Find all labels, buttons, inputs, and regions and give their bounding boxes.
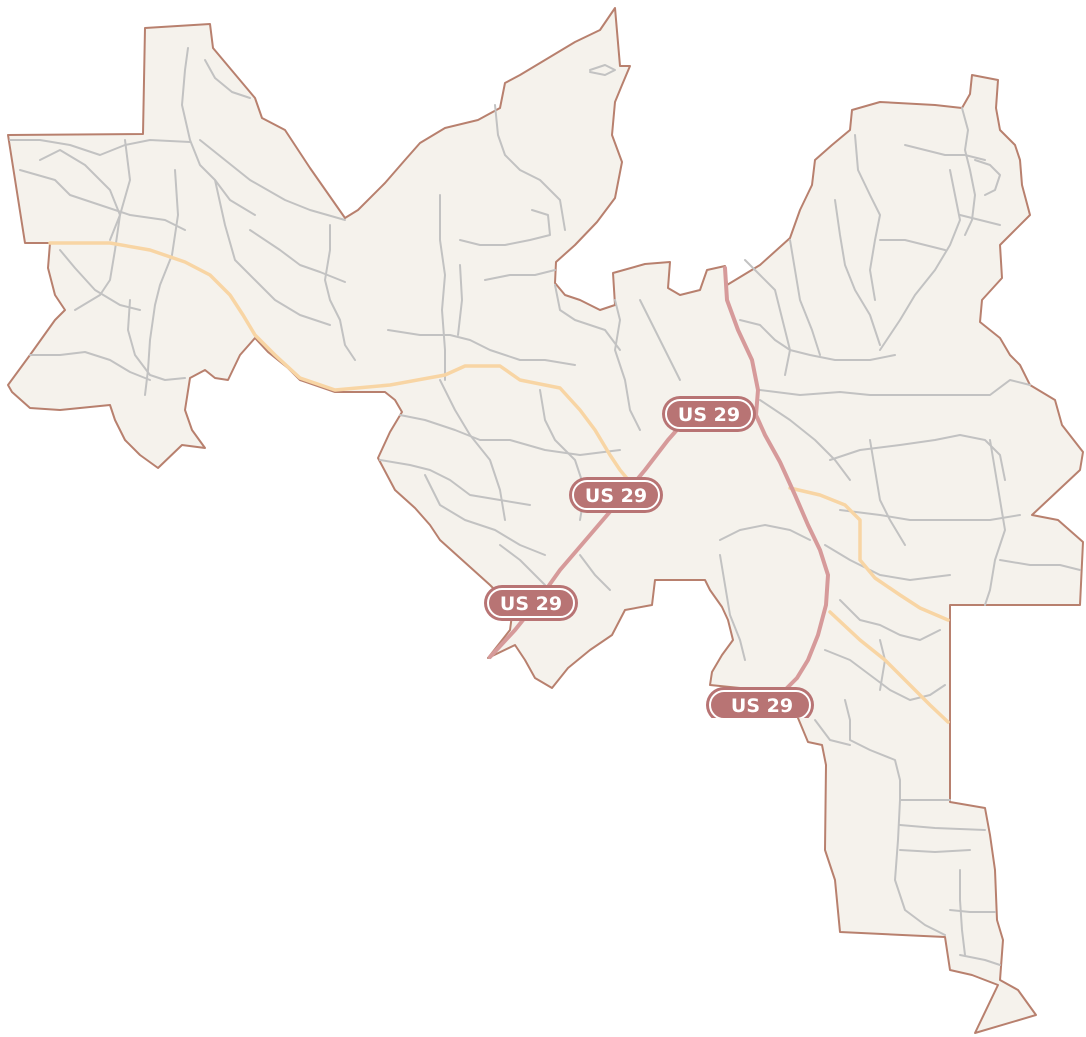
route-shield-4: US 29 [706, 687, 814, 718]
state-route [48, 241, 632, 484]
us-29-north-segment [723, 266, 830, 710]
route-shield-label-4: US 29 [731, 695, 793, 717]
route-shield-1: US 29 [662, 396, 756, 432]
state-route-south [828, 610, 950, 724]
us-29-south-segment [488, 413, 692, 659]
state-route-east [788, 486, 950, 622]
secondary-roads [48, 241, 950, 724]
route-shield-2: US 29 [569, 477, 663, 513]
county-boundary [7, 7, 1084, 1034]
highway-us-29 [488, 266, 830, 710]
minor-roads [9, 47, 1081, 966]
route-shield-label-1: US 29 [678, 404, 740, 426]
route-shield-3: US 29 [484, 585, 578, 621]
route-shield-label-3: US 29 [500, 593, 562, 615]
route-shield-label-2: US 29 [585, 485, 647, 507]
